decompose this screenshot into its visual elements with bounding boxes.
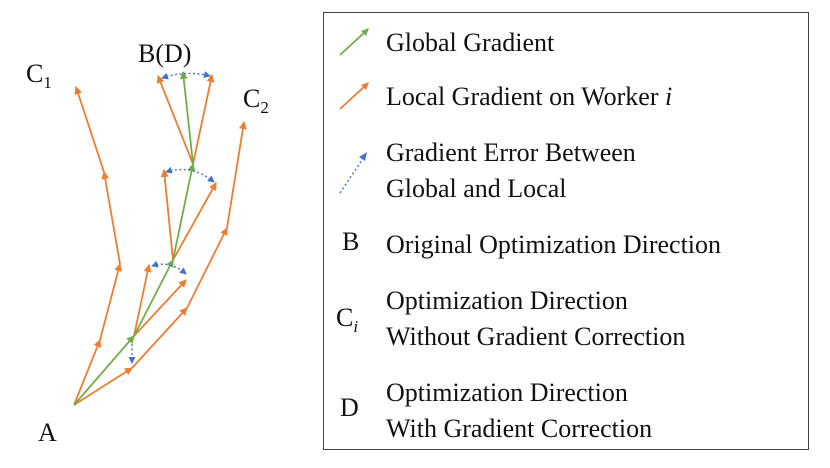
global-arrow <box>172 163 196 261</box>
legend-d: D Optimization Direction With Gradient C… <box>324 375 808 447</box>
blue-dotted-arrow-icon <box>339 152 367 194</box>
local-arrow <box>99 263 123 341</box>
global-arrow <box>133 259 174 337</box>
local-arrow <box>73 367 133 406</box>
error-arrow <box>161 71 211 80</box>
legend-b-text: Original Optimization Direction <box>386 230 722 259</box>
gradient-diagram: A B(D) C1 C2 <box>26 39 269 447</box>
global-arrow <box>179 71 194 165</box>
local-arrow <box>172 182 217 261</box>
local-arrow <box>186 227 228 309</box>
legend-b: B Original Optimization Direction <box>324 225 808 261</box>
legend-error-text: Gradient Error Between Global and Local <box>386 138 636 203</box>
legend-error: Gradient Error Between Global and Local <box>324 135 808 207</box>
local-arrow <box>192 74 215 165</box>
label-c2: C2 <box>243 84 269 117</box>
local-arrow <box>156 75 194 165</box>
local-arrow <box>74 86 105 173</box>
label-c1: C1 <box>26 59 52 92</box>
legend-ci: Ci Optimization Direction Without Gradie… <box>324 283 808 355</box>
legend-d-text: Optimization Direction With Gradient Cor… <box>386 378 653 443</box>
legend-b-key: B <box>342 227 360 256</box>
local-arrow <box>101 171 121 265</box>
global-path <box>73 71 196 406</box>
legend-global-text: Global Gradient <box>386 28 555 57</box>
path-c1 <box>73 86 123 406</box>
legend-local: Local Gradient on Worker i <box>324 79 808 115</box>
error-arrow <box>151 260 187 275</box>
corrected-local-arrows <box>133 74 217 337</box>
green-arrow-icon <box>339 28 369 56</box>
label-bd: B(D) <box>138 39 191 68</box>
local-arrow <box>133 279 187 337</box>
local-arrow <box>226 121 247 229</box>
legend-global: Global Gradient <box>324 25 808 61</box>
local-arrow <box>73 339 102 406</box>
global-arrow <box>73 335 135 406</box>
local-arrow <box>160 169 174 261</box>
legend-local-text: Local Gradient on Worker i <box>386 82 673 111</box>
legend-ci-text: Optimization Direction Without Gradient … <box>386 286 686 351</box>
path-c2 <box>73 121 247 406</box>
legend-box: Global Gradient Local Gradient on Worker… <box>323 12 809 450</box>
legend-ci-key: Ci <box>336 303 359 337</box>
local-arrow <box>133 264 152 337</box>
local-arrow <box>131 307 188 369</box>
error-arrows <box>128 71 215 364</box>
legend-d-key: D <box>340 393 359 422</box>
label-a: A <box>38 418 57 447</box>
error-arrow <box>165 166 215 183</box>
orange-arrow-icon <box>339 82 369 110</box>
